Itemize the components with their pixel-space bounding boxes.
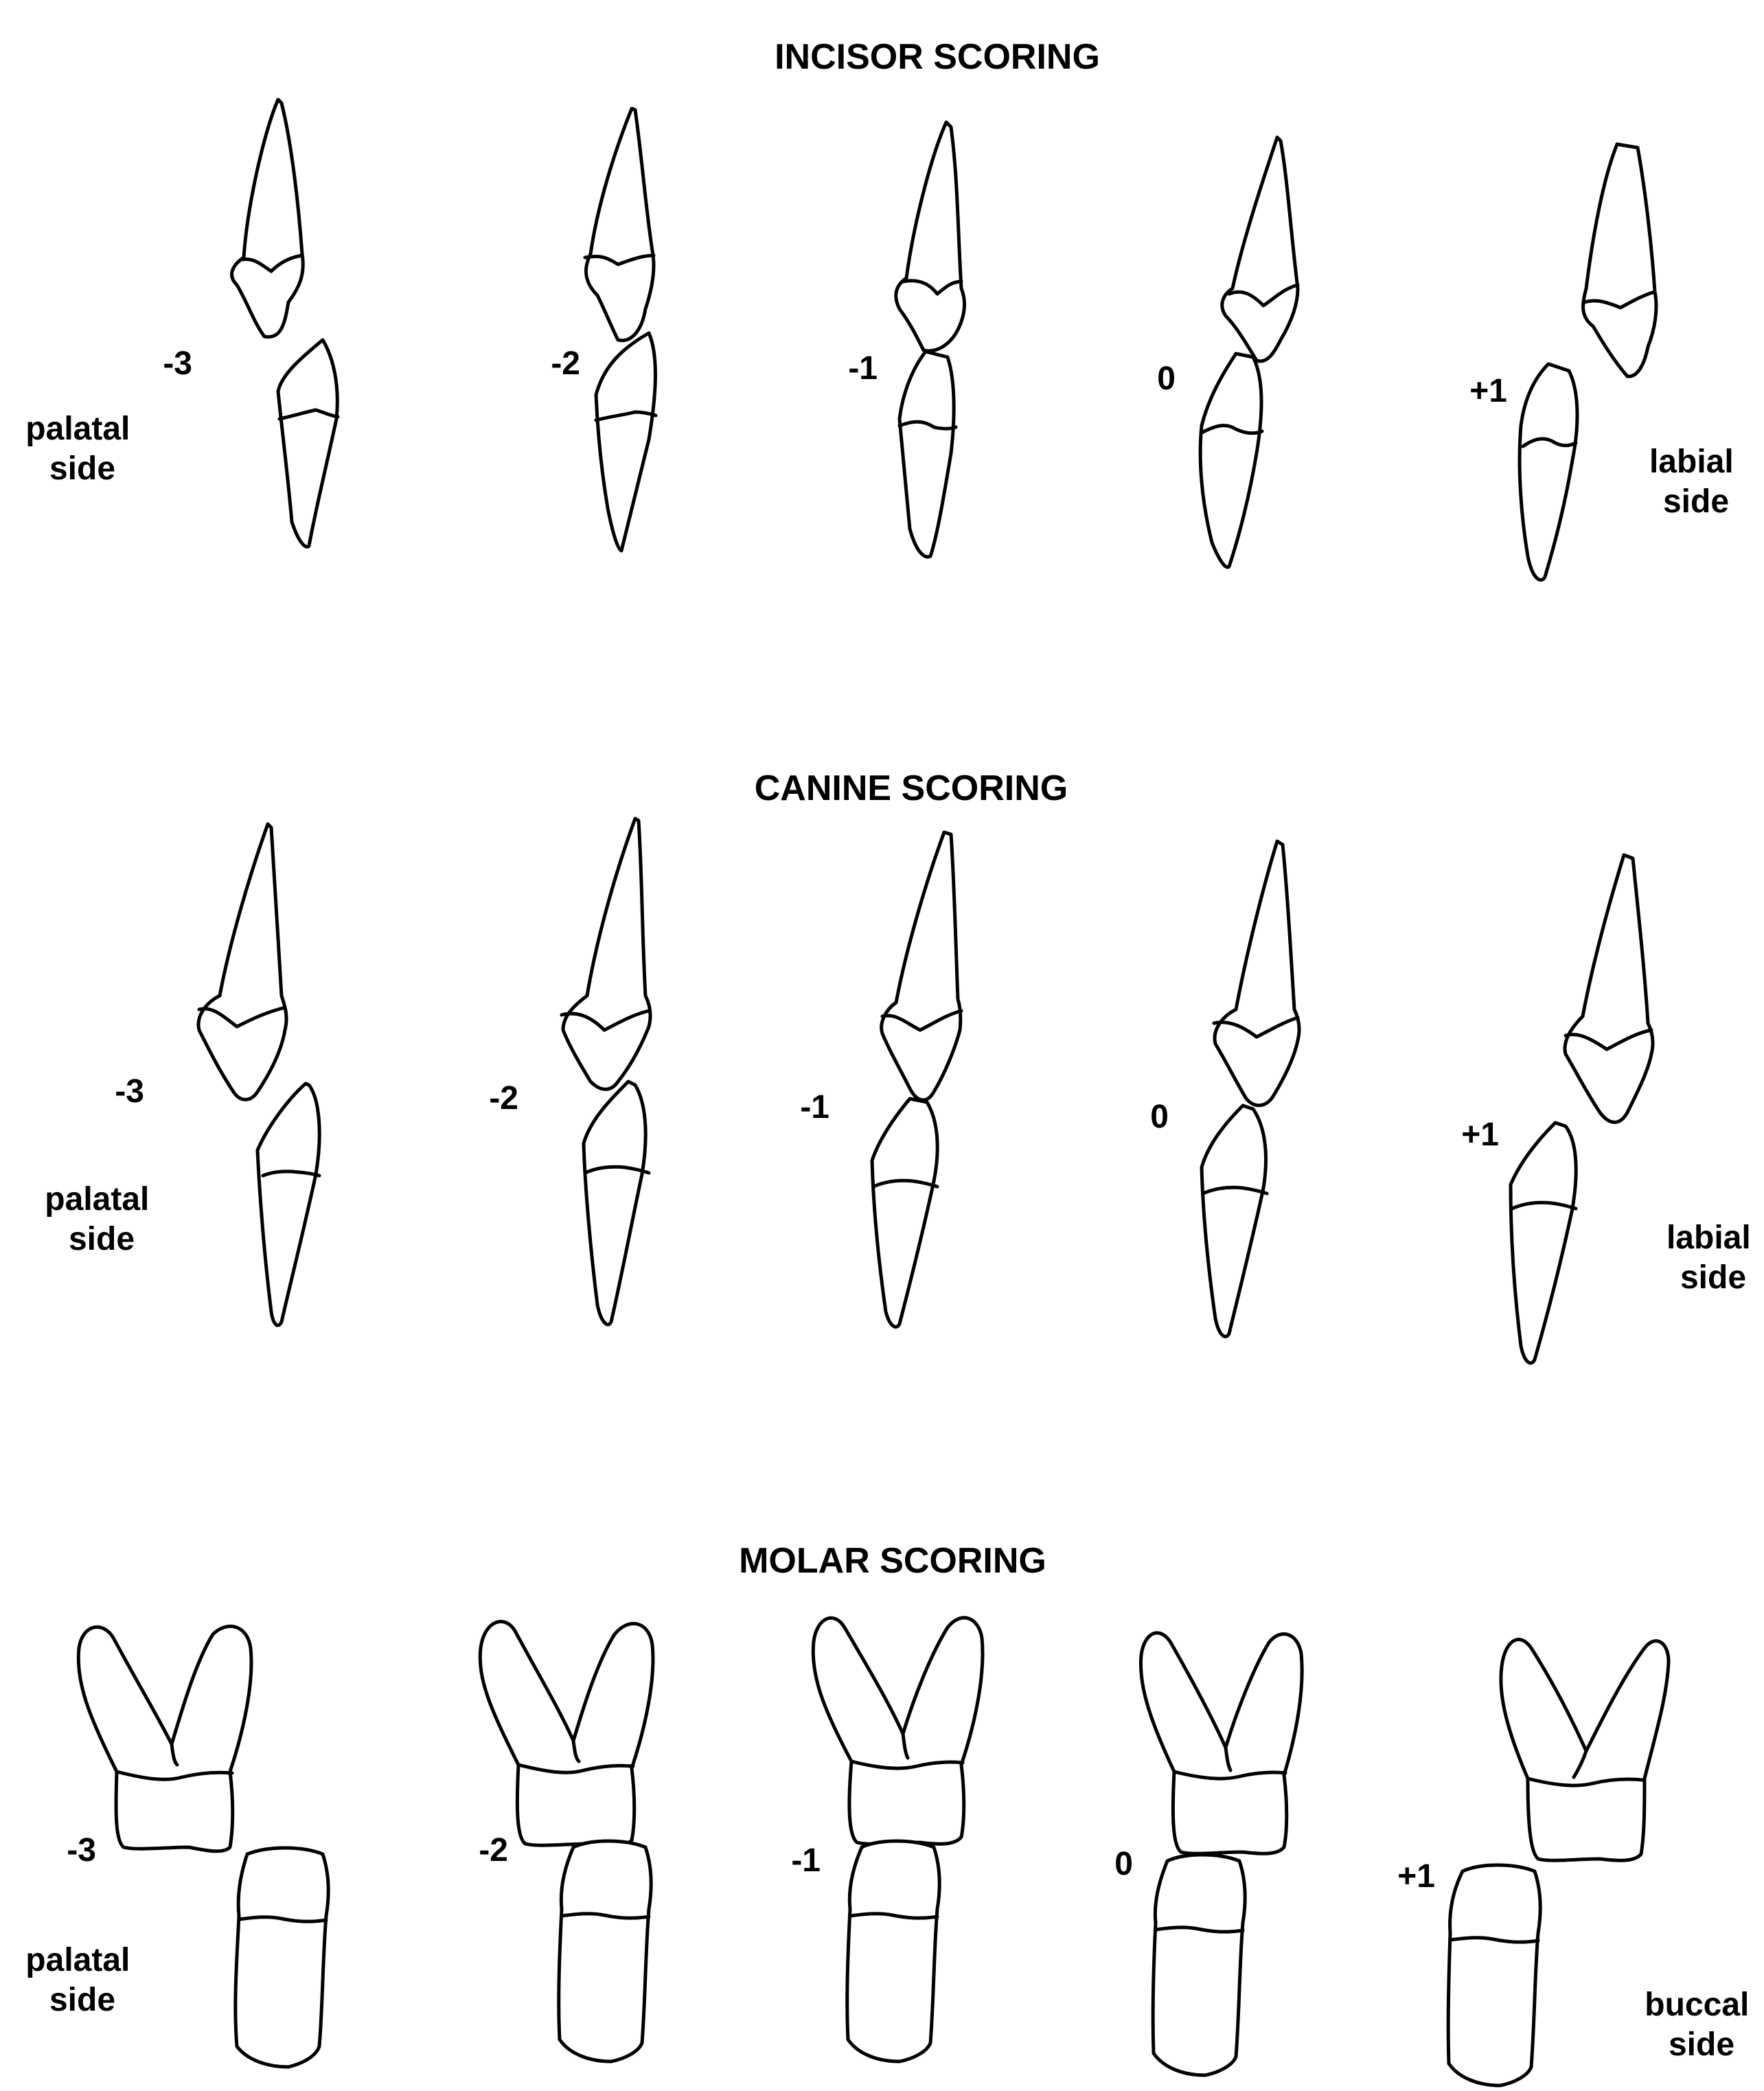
upper-molar: [1141, 1633, 1302, 1853]
incisor-right-side-label: labial side: [1649, 444, 1743, 520]
right-side-line2: side: [1663, 483, 1729, 520]
canine-right-side-label: labial side: [1666, 1220, 1760, 1296]
canine-diagram-minus3: [198, 824, 319, 1325]
molar-score-0: 0: [1114, 1846, 1133, 1882]
molar-diagram-0: [1141, 1633, 1302, 2075]
canine-diagram-minus1: [872, 832, 961, 1327]
molar-diagram-minus3: [78, 1626, 328, 2067]
incisor-diagram-minus1: [896, 122, 965, 557]
lower-molar: [1448, 1865, 1540, 2086]
right-side-line2: side: [1680, 1259, 1746, 1296]
molar-score-minus3: -3: [67, 1832, 96, 1869]
incisor-score-minus3: -3: [163, 345, 192, 382]
right-side-line1: buccal: [1645, 1987, 1749, 2023]
upper-tooth: [896, 122, 965, 351]
left-side-line1: palatal: [25, 411, 130, 447]
molar-diagram-plus1: [1448, 1639, 1669, 2086]
canine-score-plus1: +1: [1461, 1117, 1499, 1153]
lower-tooth: [1511, 1123, 1576, 1363]
upper-molar: [480, 1621, 653, 1845]
incisor-diagram-plus1: [1520, 144, 1656, 580]
left-side-line2: side: [69, 1221, 135, 1257]
upper-tooth: [563, 819, 650, 1089]
upper-tooth: [586, 108, 654, 341]
molar-left-side-label: palatal side: [25, 1942, 139, 2018]
lower-tooth: [257, 1084, 319, 1325]
incisor-diagram-minus2: [585, 108, 656, 551]
upper-molar: [1501, 1639, 1669, 1860]
canine-diagram-plus1: [1511, 855, 1653, 1363]
upper-tooth: [882, 832, 961, 1100]
left-side-line1: palatal: [25, 1942, 130, 1978]
lower-tooth: [1200, 354, 1261, 567]
incisor-score-minus1: -1: [848, 350, 878, 387]
lower-molar: [1153, 1855, 1245, 2075]
molar-right-side-label: buccal side: [1645, 1987, 1758, 2063]
lower-tooth: [1202, 1106, 1266, 1336]
molar-title: MOLAR SCORING: [739, 1541, 1046, 1581]
molar-score-plus1: +1: [1397, 1858, 1435, 1895]
molar-section: MOLAR SCORING: [25, 1541, 1758, 2086]
canine-left-side-label: palatal side: [45, 1181, 158, 1257]
lower-tooth: [596, 333, 655, 551]
left-side-line1: palatal: [45, 1181, 149, 1218]
upper-tooth: [1583, 144, 1656, 376]
incisor-diagram-minus3: [232, 100, 338, 547]
upper-tooth: [232, 100, 303, 337]
upper-tooth: [1215, 841, 1299, 1106]
incisor-left-side-label: palatal side: [25, 411, 139, 487]
upper-tooth: [1222, 137, 1298, 361]
molar-score-minus1: -1: [791, 1842, 821, 1879]
canine-score-0: 0: [1150, 1099, 1169, 1135]
incisor-diagram-0: [1200, 137, 1298, 567]
molar-score-minus2: -2: [479, 1832, 508, 1869]
lower-molar: [847, 1841, 940, 2061]
lower-molar: [559, 1841, 652, 2061]
canine-score-minus3: -3: [115, 1073, 144, 1110]
canine-score-minus2: -2: [489, 1080, 518, 1117]
incisor-title: INCISOR SCORING: [775, 37, 1100, 77]
upper-tooth: [198, 824, 286, 1099]
upper-molar: [78, 1626, 251, 1851]
lower-molar: [236, 1848, 328, 2067]
right-side-line2: side: [1669, 2026, 1734, 2063]
lower-tooth: [872, 1099, 937, 1327]
canine-diagram-minus2: [562, 819, 650, 1325]
left-side-line2: side: [49, 450, 115, 487]
canine-diagram-0: [1202, 841, 1299, 1336]
lower-tooth: [278, 340, 337, 547]
incisor-score-minus2: -2: [551, 345, 580, 382]
left-side-line2: side: [49, 1982, 115, 2018]
incisor-section: INCISOR SCORING: [25, 37, 1743, 580]
incisor-score-plus1: +1: [1469, 373, 1507, 409]
upper-tooth: [1565, 855, 1653, 1122]
lower-tooth: [1520, 364, 1577, 580]
molar-diagram-minus1: [813, 1618, 983, 2061]
incisor-score-0: 0: [1157, 361, 1176, 397]
right-side-line1: labial: [1666, 1220, 1751, 1256]
lower-tooth: [900, 352, 954, 557]
canine-score-minus1: -1: [800, 1089, 829, 1126]
canine-section: CANINE SCORING: [45, 768, 1760, 1363]
canine-title: CANINE SCORING: [755, 768, 1068, 808]
upper-molar: [813, 1618, 983, 1844]
right-side-line1: labial: [1649, 444, 1734, 480]
lower-tooth: [584, 1082, 645, 1325]
